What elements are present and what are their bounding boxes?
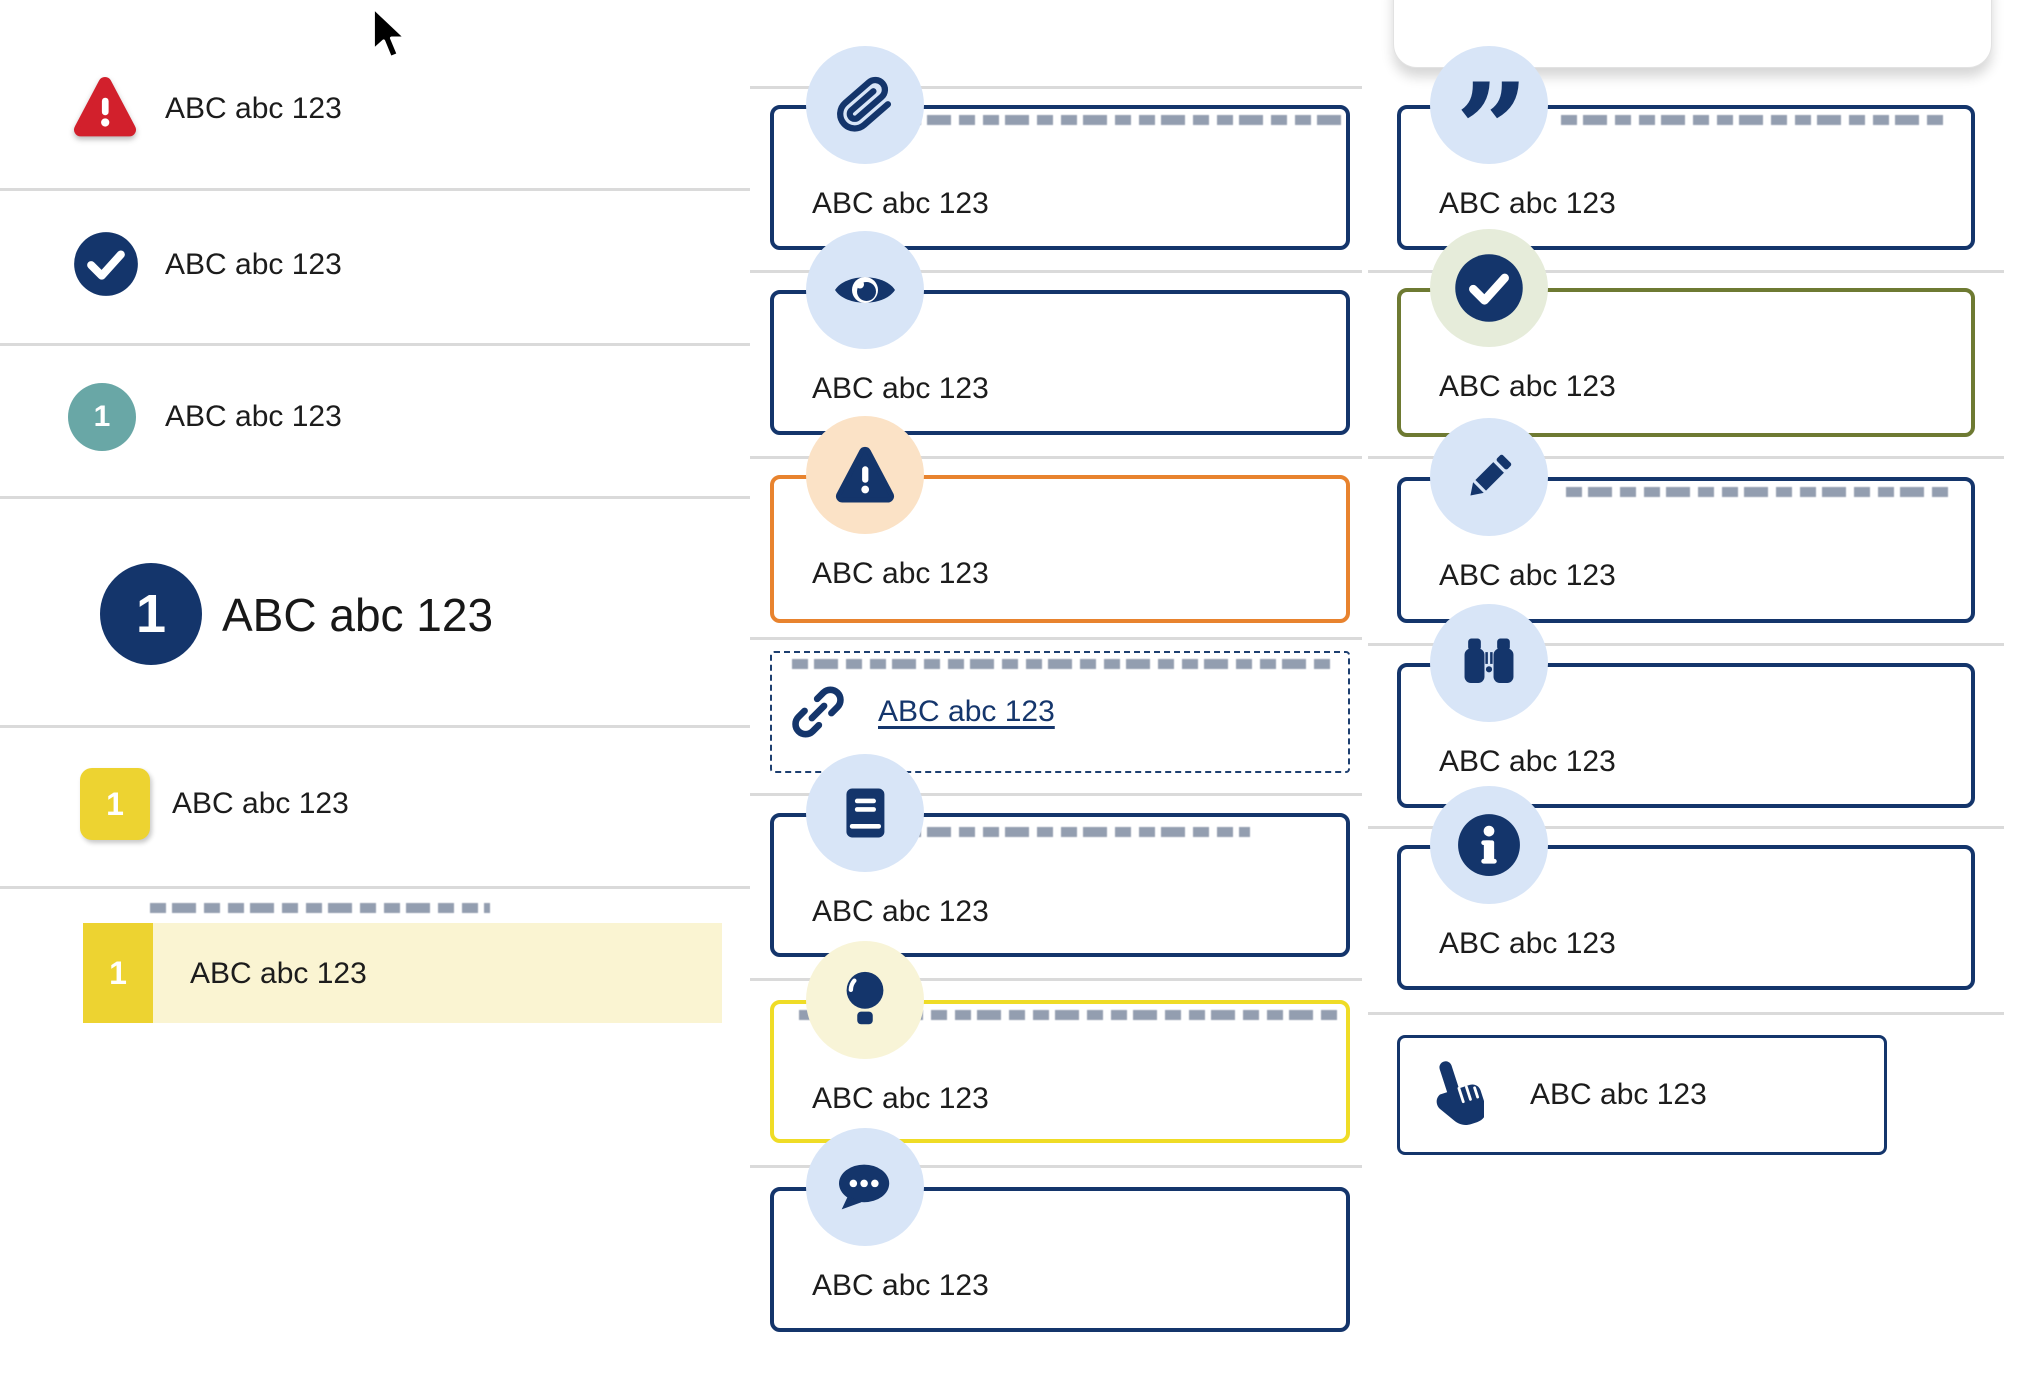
divider <box>0 886 750 889</box>
divider <box>750 86 1362 89</box>
book-icon <box>806 754 924 872</box>
badge-number: 1 <box>106 785 124 822</box>
alert-triangle-icon <box>806 416 924 534</box>
hand-pointer-icon <box>1436 1061 1484 1125</box>
badge-number: 1 <box>135 584 167 644</box>
divider <box>1368 1012 2004 1015</box>
number-badge: 1 <box>80 768 150 840</box>
callout-label: ABC abc 123 <box>1439 745 1616 778</box>
callout-label: ABC abc 123 <box>1439 370 1616 403</box>
artifact-stripe <box>150 903 490 913</box>
divider <box>0 343 750 346</box>
number-badge: 1 <box>68 383 136 451</box>
divider <box>1368 643 2004 646</box>
list-item-highlighted[interactable] <box>83 923 722 1023</box>
pencil-icon <box>1430 418 1548 536</box>
divider <box>750 1165 1362 1168</box>
badge-number: 1 <box>109 954 127 991</box>
divider <box>1368 826 2004 829</box>
link-icon <box>792 686 844 738</box>
number-badge: 1 <box>100 563 202 665</box>
list-item-label: ABC abc 123 <box>172 787 349 820</box>
callout-label: ABC abc 123 <box>812 1269 989 1302</box>
divider <box>1368 270 2004 273</box>
artifact-stripe <box>792 659 1334 669</box>
list-item-label: ABC abc 123 <box>165 248 342 281</box>
mouse-cursor <box>371 6 408 60</box>
binoculars-icon <box>1430 604 1548 722</box>
callout-link[interactable]: ABC abc 123 <box>770 651 1350 773</box>
check-circle-icon <box>74 232 138 296</box>
artifact-stripe <box>905 827 1250 837</box>
callout-action[interactable]: ABC abc 123 <box>1397 1035 1887 1155</box>
callout-label: ABC abc 123 <box>812 895 989 928</box>
callout-label: ABC abc 123 <box>1439 187 1616 220</box>
divider <box>1368 456 2004 459</box>
info-icon <box>1430 786 1548 904</box>
artifact-stripe <box>1566 487 1951 497</box>
list-item-label: ABC abc 123 <box>165 92 342 125</box>
artifact-stripe <box>905 115 1342 125</box>
divider <box>750 637 1362 640</box>
callout-link-text[interactable]: ABC abc 123 <box>878 695 1055 728</box>
callout-info: ABC abc 123 <box>1397 845 1975 990</box>
divider <box>750 456 1362 459</box>
callout-label: ABC abc 123 <box>812 1082 989 1115</box>
list-item-label: ABC abc 123 <box>190 957 367 990</box>
divider <box>0 725 750 728</box>
divider <box>0 188 750 191</box>
callout-success: ABC abc 123 <box>1397 288 1975 437</box>
list-item-label: ABC abc 123 <box>165 400 342 433</box>
eye-icon <box>806 231 924 349</box>
callout-label: ABC abc 123 <box>812 372 989 405</box>
divider <box>750 270 1362 273</box>
divider <box>750 978 1362 981</box>
callout-label: ABC abc 123 <box>1439 559 1616 592</box>
callout-label: ABC abc 123 <box>812 557 989 590</box>
artifact-stripe <box>1561 115 1951 125</box>
divider <box>750 793 1362 796</box>
callout-label: ABC abc 123 <box>1530 1078 1707 1111</box>
quote-icon: ” <box>1430 46 1548 195</box>
check-circle-icon <box>1430 229 1548 347</box>
chat-icon <box>806 1128 924 1246</box>
artifact-stripe <box>799 1010 1339 1020</box>
divider <box>0 496 750 499</box>
callout-label: ABC abc 123 <box>1439 927 1616 960</box>
badge-number: 1 <box>93 400 111 433</box>
list-item-label: ABC abc 123 <box>222 589 494 641</box>
number-badge: 1 <box>83 923 153 1023</box>
lightbulb-icon <box>806 941 924 1059</box>
callout-label: ABC abc 123 <box>812 187 989 220</box>
paperclip-icon <box>806 46 924 164</box>
alert-triangle-icon <box>74 77 136 137</box>
